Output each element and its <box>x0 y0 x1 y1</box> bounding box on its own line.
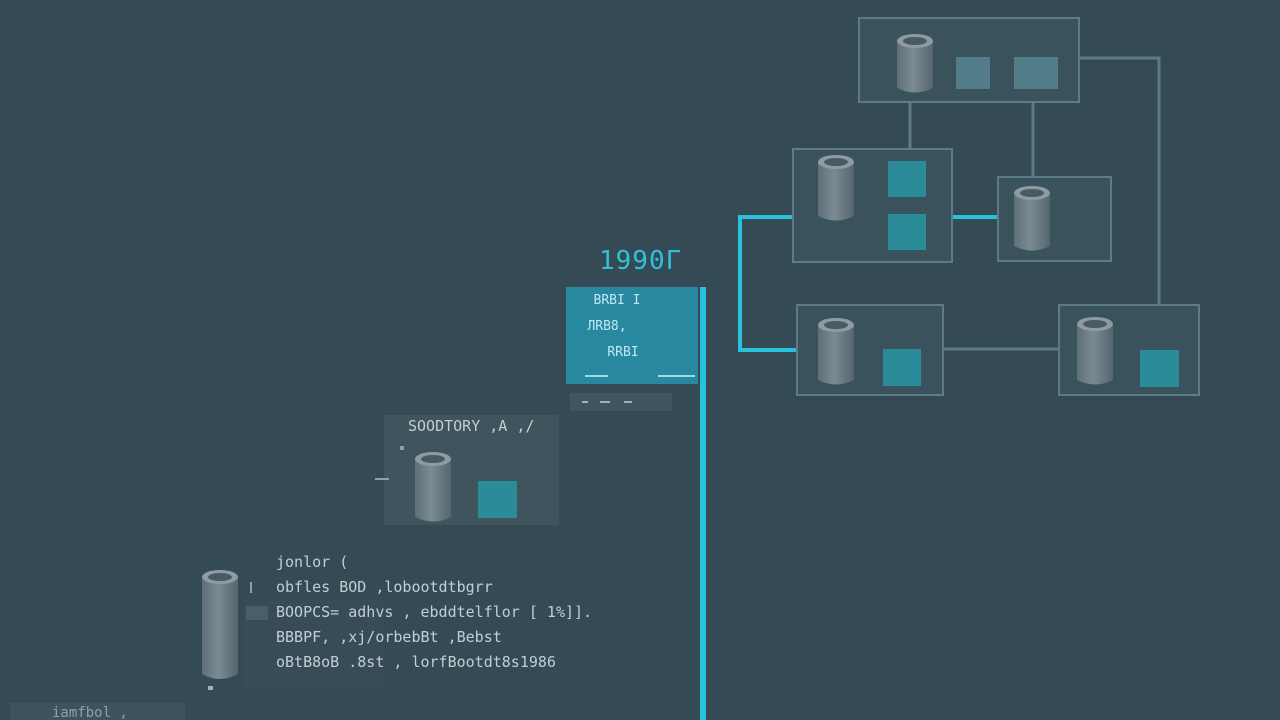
node-module-block <box>1140 350 1179 387</box>
server-node-top <box>858 17 1080 103</box>
code-line: jonlor ( <box>276 553 349 571</box>
code-gutter-marker <box>246 606 268 620</box>
node-module-block <box>1014 57 1058 89</box>
code-block-area <box>202 570 384 690</box>
node-module-block <box>888 214 926 250</box>
node-module-block <box>478 481 517 518</box>
node-module-block <box>883 349 921 386</box>
database-cylinder-icon <box>897 34 933 93</box>
node-module-block <box>956 57 990 89</box>
database-cylinder-icon <box>202 570 238 679</box>
highlight-box-line: ЛRB8, <box>587 319 627 334</box>
database-cylinder-icon <box>1014 186 1050 251</box>
server-node-bottom-right <box>1058 304 1200 396</box>
node-module-block <box>888 161 926 197</box>
server-node-middle-left <box>792 148 953 263</box>
highlight-box-text: BRBI I ЛRB8, RRBI <box>566 287 696 377</box>
database-cylinder-icon <box>415 452 451 522</box>
caption-strip-mark <box>582 401 588 403</box>
secondary-section-panel <box>384 415 559 525</box>
caption-strip-mark <box>600 401 610 403</box>
section-dot-mark <box>400 446 404 450</box>
accent-connectors <box>700 215 998 720</box>
database-cylinder-icon <box>1077 317 1113 385</box>
database-cylinder-icon <box>818 318 854 385</box>
code-line: BBBPF, ,xj/orbebBt ,Bebst <box>276 628 502 646</box>
node-frame <box>792 148 953 263</box>
footer-strip <box>10 703 185 720</box>
highlight-box <box>566 287 698 384</box>
code-bullet-mark <box>208 686 213 690</box>
code-line: oBtB8oB .8st , lorfBootdt8s1986 <box>276 653 556 671</box>
connector-lines <box>908 56 1161 351</box>
caption-strip <box>570 393 672 411</box>
server-node-middle-right <box>997 176 1112 262</box>
footer-label: iamfbol , <box>52 705 128 720</box>
code-line: obfles BOD ,lobootdtbgrr <box>276 578 493 596</box>
accent-bracket-connector <box>738 215 797 352</box>
database-cylinder-icon <box>818 155 854 221</box>
highlight-box-fill <box>566 287 698 384</box>
highlight-box-line: RRBI <box>607 345 639 360</box>
server-node-bottom-left <box>796 304 944 396</box>
caption-strip-mark <box>624 401 632 403</box>
secondary-section <box>375 415 559 525</box>
connector-top-to-bottom-right <box>1079 56 1161 305</box>
highlight-box-line: BRBI I <box>593 293 641 308</box>
secondary-section-label: SOODTORY ,А ,/ <box>408 417 535 435</box>
caption-strip-bar <box>570 393 672 411</box>
year-label: 1990Г <box>599 246 683 276</box>
code-line: BOOPCS= adhvs , ebddtelflor [ 1%]]. <box>276 603 593 621</box>
